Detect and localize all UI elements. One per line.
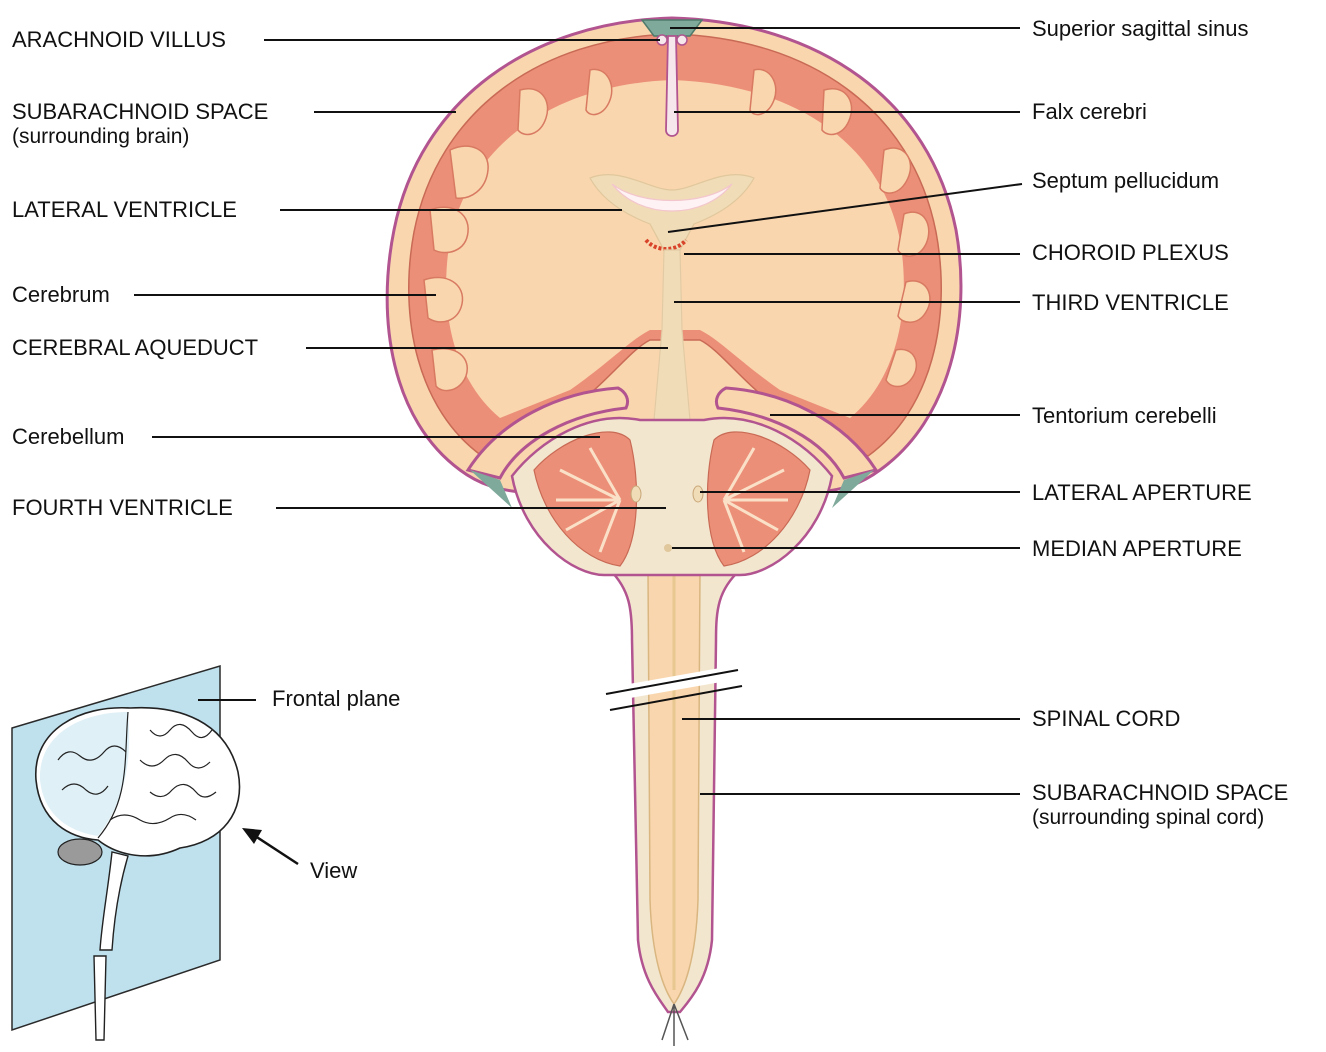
label-cerebrum: Cerebrum — [12, 282, 110, 308]
falx-cerebri — [666, 36, 678, 136]
label-subarachnoid-space-brain: SUBARACHNOID SPACE (surrounding brain) — [12, 99, 268, 149]
view-arrow — [252, 834, 298, 864]
label-septum-pellucidum: Septum pellucidum — [1032, 168, 1219, 194]
label-subarachnoid-space-cord: SUBARACHNOID SPACE (surrounding spinal c… — [1032, 780, 1288, 830]
label-superior-sagittal-sinus: Superior sagittal sinus — [1032, 16, 1248, 42]
label-lateral-ventricle: LATERAL VENTRICLE — [12, 197, 237, 223]
label-arachnoid-villus: ARACHNOID VILLUS — [12, 27, 226, 53]
label-cerebellum: Cerebellum — [12, 424, 125, 450]
label-frontal-plane: Frontal plane — [272, 686, 400, 712]
median-aperture — [664, 544, 672, 552]
label-view: View — [310, 858, 357, 884]
label-third-ventricle: THIRD VENTRICLE — [1032, 290, 1229, 316]
label-subarachnoid-space-cord-note: (surrounding spinal cord) — [1032, 806, 1288, 830]
label-lateral-aperture: LATERAL APERTURE — [1032, 480, 1252, 506]
label-spinal-cord: SPINAL CORD — [1032, 706, 1180, 732]
arachnoid-villus-2 — [677, 35, 687, 45]
inset-spinal-cord — [94, 956, 106, 1040]
coronal-section — [387, 18, 961, 1046]
label-subarachnoid-space-cord-title: SUBARACHNOID SPACE — [1032, 780, 1288, 805]
label-fourth-ventricle: FOURTH VENTRICLE — [12, 495, 233, 521]
lateral-aperture-left — [631, 486, 641, 502]
label-choroid-plexus: CHOROID PLEXUS — [1032, 240, 1229, 266]
label-tentorium-cerebelli: Tentorium cerebelli — [1032, 403, 1217, 429]
lateral-aperture-right — [693, 486, 703, 502]
label-median-aperture: MEDIAN APERTURE — [1032, 536, 1242, 562]
label-falx-cerebri: Falx cerebri — [1032, 99, 1147, 125]
view-arrowhead — [242, 828, 262, 844]
label-subarachnoid-space-brain-title: SUBARACHNOID SPACE — [12, 99, 268, 124]
inset-cerebellum — [58, 839, 102, 865]
label-subarachnoid-space-brain-note: (surrounding brain) — [12, 125, 268, 149]
frontal-plane-inset — [12, 666, 298, 1040]
label-cerebral-aqueduct: CEREBRAL AQUEDUCT — [12, 335, 258, 361]
